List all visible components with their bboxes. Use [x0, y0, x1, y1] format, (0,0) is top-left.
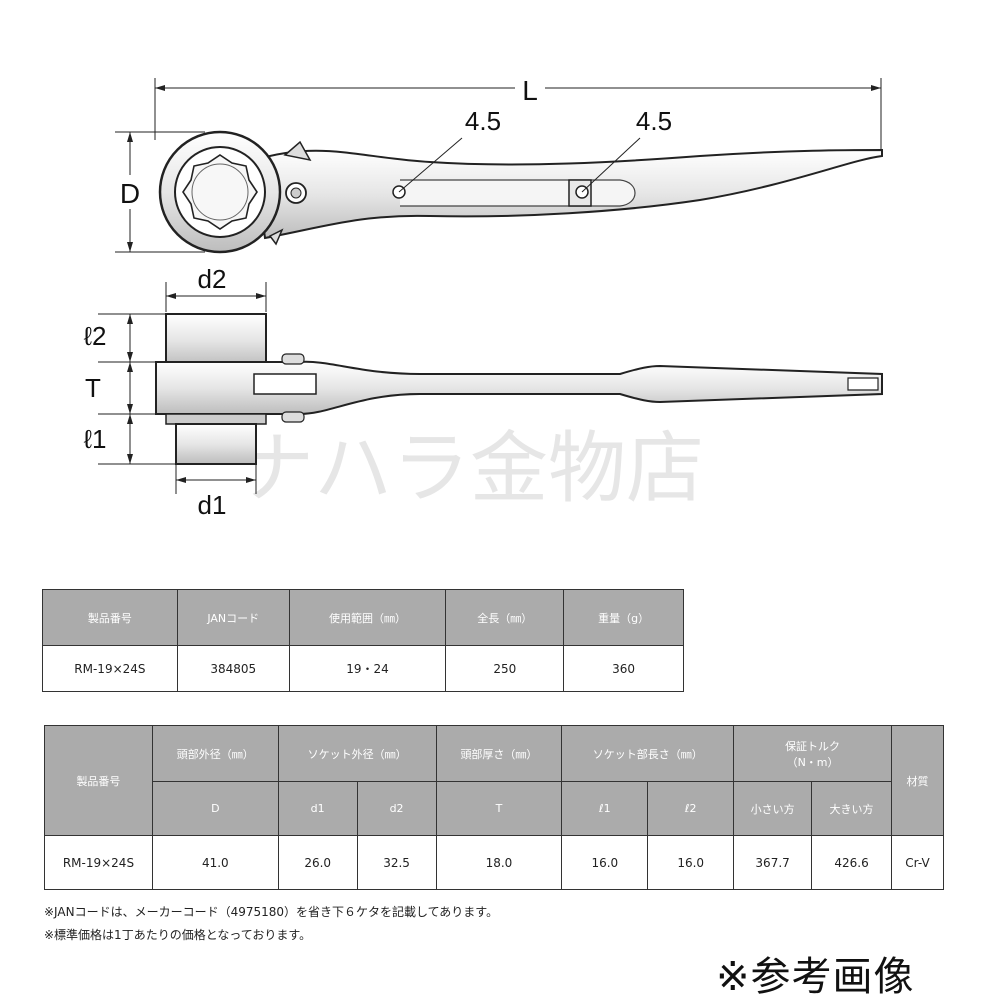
- header-product-number: 製品番号: [44, 725, 153, 836]
- dim-T-label: T: [85, 373, 101, 403]
- subheader-T: T: [435, 781, 563, 836]
- cell-total-length: 250: [445, 645, 565, 692]
- header-total-length: 全長（㎜）: [445, 589, 565, 646]
- table-row: RM-19×24S 384805 19・24 250 360: [42, 645, 684, 692]
- cell-l2: 16.0: [647, 835, 735, 890]
- dim-d2-label: d2: [198, 264, 227, 294]
- header-weight: 重量（g）: [563, 589, 684, 646]
- dim-D-label: D: [120, 178, 140, 209]
- reference-image-label: ※参考画像: [716, 954, 915, 1000]
- wrench-technical-drawing: ナハラ金物店 L D: [83, 72, 883, 520]
- table-header-row: 製品番号 JANコード 使用範囲（㎜） 全長（㎜） 重量（g）: [42, 589, 684, 646]
- cell-material: Cr-V: [890, 835, 945, 890]
- wrench-top-view: L D 4.5 4.5: [115, 72, 883, 254]
- table-row: RM-19×24S 41.0 26.0 32.5 18.0 16.0 16.0 …: [44, 835, 945, 890]
- spec-table-dimensions: 製品番号 頭部外径（㎜） ソケット外径（㎜） 頭部厚さ（㎜） ソケット部長さ（㎜…: [44, 725, 945, 890]
- subheader-l1: ℓ1: [561, 781, 649, 836]
- cell-usage-range: 19・24: [288, 645, 447, 692]
- header-socket-outer-diameter: ソケット外径（㎜）: [277, 725, 437, 782]
- table-header-row-2: D d1 d2 T ℓ1 ℓ2 小さい方 大きい方: [45, 781, 944, 836]
- note-jan-code: ※JANコードは、メーカーコード（4975180）を省き下６ケタを記載してありま…: [44, 905, 499, 919]
- hole-label-1: 4.5: [465, 106, 501, 136]
- cell-weight: 360: [563, 645, 684, 692]
- header-jan-code: JANコード: [176, 589, 290, 646]
- subheader-d2: d2: [356, 781, 437, 836]
- dim-l2-label: ℓ2: [84, 321, 107, 351]
- cell-product-number: RM-19×24S: [42, 645, 178, 692]
- header-guaranteed-torque: 保証トルク （N・m）: [733, 725, 892, 782]
- note-price: ※標準価格は1丁あたりの価格となっております。: [44, 928, 312, 942]
- subheader-torque-large: 大きい方: [811, 781, 892, 836]
- dim-L-label: L: [522, 75, 538, 106]
- header-head-thickness: 頭部厚さ（㎜）: [435, 725, 563, 782]
- cell-product-number: RM-19×24S: [44, 835, 153, 890]
- cell-D: 41.0: [151, 835, 279, 890]
- torque-title: 保証トルク: [785, 739, 841, 753]
- cell-T: 18.0: [435, 835, 563, 890]
- cell-torque-large: 426.6: [811, 835, 892, 890]
- header-socket-length: ソケット部長さ（㎜）: [561, 725, 735, 782]
- wrench-side-view: d2 ℓ2 T ℓ1 d1: [84, 264, 883, 520]
- header-head-outer-diameter: 頭部外径（㎜）: [151, 725, 279, 782]
- header-product-number: 製品番号: [42, 589, 178, 646]
- dim-l1-label: ℓ1: [84, 424, 107, 454]
- cell-torque-small: 367.7: [733, 835, 813, 890]
- subheader-d1: d1: [277, 781, 358, 836]
- header-usage-range: 使用範囲（㎜）: [288, 589, 447, 646]
- cell-d2: 32.5: [356, 835, 437, 890]
- header-material: 材質: [890, 725, 945, 836]
- subheader-D: D: [151, 781, 279, 836]
- dim-d1-label: d1: [198, 490, 227, 520]
- hole-label-2: 4.5: [636, 106, 672, 136]
- watermark-text: ナハラ金物店: [236, 424, 704, 512]
- table-header-row-1: 製品番号 頭部外径（㎜） ソケット外径（㎜） 頭部厚さ（㎜） ソケット部長さ（㎜…: [44, 725, 945, 836]
- subheader-l2: ℓ2: [647, 781, 735, 836]
- cell-d1: 26.0: [277, 835, 358, 890]
- torque-unit: （N・m）: [786, 755, 839, 769]
- subheader-torque-small: 小さい方: [733, 781, 813, 836]
- cell-jan-code: 384805: [176, 645, 290, 692]
- cell-l1: 16.0: [561, 835, 649, 890]
- spec-table-basic: 製品番号 JANコード 使用範囲（㎜） 全長（㎜） 重量（g） RM-19×24…: [42, 589, 684, 692]
